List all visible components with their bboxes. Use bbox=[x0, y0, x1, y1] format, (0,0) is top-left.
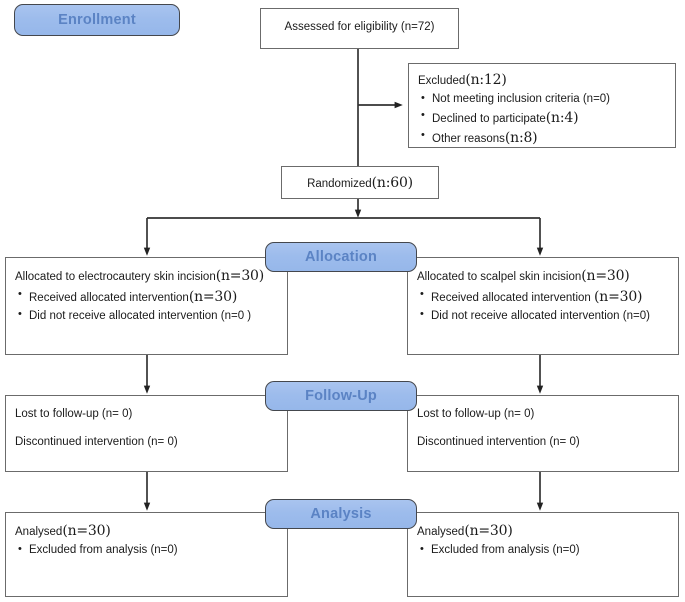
alloc-right-item-count: (n=30) bbox=[594, 289, 643, 306]
alloc-left-heading-count: (n=30) bbox=[215, 268, 265, 284]
assessed-text: Assessed for eligibility (n=72) bbox=[284, 21, 435, 33]
analysis-right-item: Excluded from analysis (n=0) bbox=[417, 542, 669, 559]
alloc-left-item: Received allocated intervention(n=30) bbox=[15, 287, 278, 307]
followup-right-discontinued: Discontinued intervention (n= 0) bbox=[417, 436, 580, 449]
node-followup-right: Lost to follow-up (n= 0) Discontinued in… bbox=[407, 395, 679, 472]
randomized-prefix: Randomized bbox=[307, 178, 372, 190]
alloc-right-heading-prefix: Allocated to scalpel skin incision bbox=[417, 271, 582, 283]
alloc-right-item-list: Received allocated intervention (n=30) D… bbox=[417, 287, 669, 324]
alloc-left-item: Did not receive allocated intervention (… bbox=[15, 307, 278, 325]
alloc-left-item-label: Received allocated intervention bbox=[29, 292, 189, 305]
analysis-left-heading-count: (n=30) bbox=[62, 523, 111, 539]
node-assessed-for-eligibility: Assessed for eligibility (n=72) bbox=[260, 8, 459, 49]
analysis-right-heading: Analysed(n=30) bbox=[417, 522, 669, 540]
analysis-right-heading-prefix: Analysed bbox=[417, 526, 465, 538]
node-allocation-right: Allocated to scalpel skin incision(n=30)… bbox=[407, 257, 679, 355]
banner-followup: Follow-Up bbox=[265, 381, 417, 411]
banner-enrollment: Enrollment bbox=[14, 4, 180, 36]
alloc-left-item-count: (n=30) bbox=[188, 289, 238, 306]
excluded-reason-label: Other reasons bbox=[432, 133, 505, 146]
analysis-left-heading-prefix: Analysed bbox=[15, 526, 63, 538]
analysis-right-heading-count: (n=30) bbox=[464, 523, 513, 539]
banner-allocation: Allocation bbox=[265, 242, 417, 272]
followup-right-lost: Lost to follow-up (n= 0) bbox=[417, 408, 535, 420]
alloc-left-heading: Allocated to electrocautery skin incisio… bbox=[15, 267, 278, 285]
alloc-right-item: Received allocated intervention (n=30) bbox=[417, 287, 669, 307]
node-followup-left: Lost to follow-up (n= 0) Discontinued in… bbox=[5, 395, 288, 472]
alloc-right-heading-count: (n=30) bbox=[581, 268, 630, 284]
excluded-reason-item: Declined to participate(n:4) bbox=[418, 108, 666, 128]
banner-allocation-label: Allocation bbox=[304, 249, 378, 265]
alloc-left-heading-prefix: Allocated to electrocautery skin incisio… bbox=[15, 271, 216, 283]
alloc-right-item-label: Received allocated intervention bbox=[431, 292, 595, 305]
banner-analysis-label: Analysis bbox=[310, 506, 372, 522]
excluded-reason-label: Not meeting inclusion criteria (n=0) bbox=[432, 93, 611, 106]
excluded-heading: Excluded(n:12) bbox=[418, 71, 666, 89]
excluded-reason-item: Not meeting inclusion criteria (n=0) bbox=[418, 91, 666, 108]
banner-followup-label: Follow-Up bbox=[305, 388, 377, 404]
randomized-text: Randomized(n:60) bbox=[291, 174, 429, 192]
followup-left-lost: Lost to follow-up (n= 0) bbox=[15, 408, 133, 420]
banner-enrollment-label: Enrollment bbox=[58, 12, 136, 28]
excluded-reason-count: (n:4) bbox=[545, 110, 579, 127]
alloc-right-item-label: Did not receive allocated intervention (… bbox=[431, 309, 650, 322]
alloc-left-item-label: Did not receive allocated intervention (… bbox=[29, 309, 252, 322]
analysis-right-item-list: Excluded from analysis (n=0) bbox=[417, 542, 669, 559]
alloc-left-item-list: Received allocated intervention(n=30) Di… bbox=[15, 287, 278, 324]
node-excluded: Excluded(n:12) Not meeting inclusion cri… bbox=[408, 63, 676, 148]
alloc-right-item: Did not receive allocated intervention (… bbox=[417, 307, 669, 325]
followup-left-discontinued: Discontinued intervention (n= 0) bbox=[15, 436, 178, 449]
analysis-left-item-label: Excluded from analysis (n=0) bbox=[29, 544, 178, 557]
analysis-left-heading: Analysed(n=30) bbox=[15, 522, 278, 540]
node-analysis-right: Analysed(n=30) Excluded from analysis (n… bbox=[407, 512, 679, 597]
excluded-heading-count: (n:12) bbox=[465, 72, 507, 88]
node-randomized: Randomized(n:60) bbox=[281, 166, 439, 199]
excluded-reason-item: Other reasons(n:8) bbox=[418, 128, 666, 148]
alloc-right-heading: Allocated to scalpel skin incision(n=30) bbox=[417, 267, 669, 285]
banner-analysis: Analysis bbox=[265, 499, 417, 529]
randomized-count: (n:60) bbox=[371, 175, 413, 191]
excluded-reason-label: Declined to participate bbox=[432, 113, 546, 126]
analysis-right-item-label: Excluded from analysis (n=0) bbox=[431, 544, 580, 557]
node-analysis-left: Analysed(n=30) Excluded from analysis (n… bbox=[5, 512, 288, 597]
excluded-reason-list: Not meeting inclusion criteria (n=0) Dec… bbox=[418, 91, 666, 148]
analysis-left-item: Excluded from analysis (n=0) bbox=[15, 542, 278, 559]
excluded-reason-count: (n:8) bbox=[504, 130, 538, 147]
analysis-left-item-list: Excluded from analysis (n=0) bbox=[15, 542, 278, 559]
excluded-heading-prefix: Excluded bbox=[418, 75, 466, 87]
node-allocation-left: Allocated to electrocautery skin incisio… bbox=[5, 257, 288, 355]
